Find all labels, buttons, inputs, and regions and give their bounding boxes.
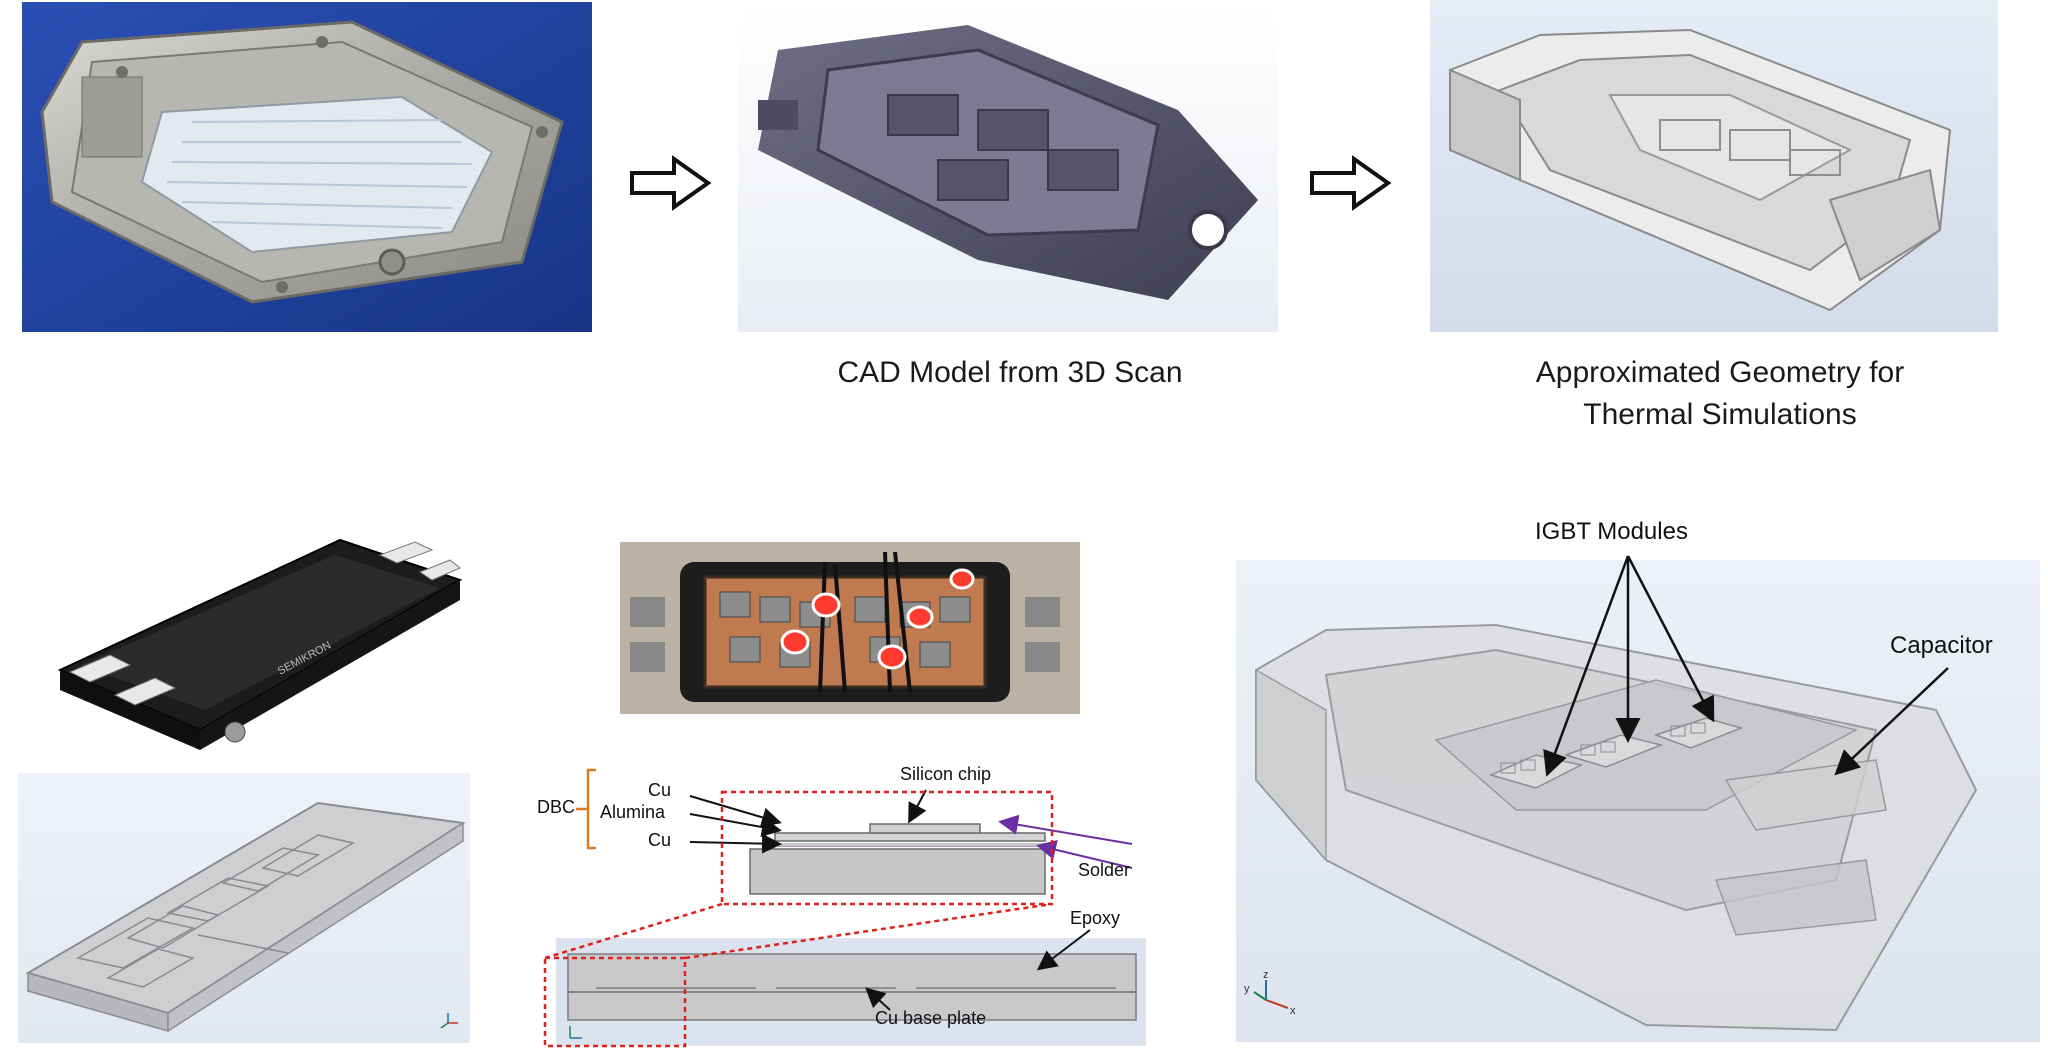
module-simplified-geometry	[18, 773, 470, 1043]
inverter-housing-photo	[22, 2, 592, 332]
capacitor-label: Capacitor	[1890, 632, 1993, 659]
cad-model-caption: CAD Model from 3D Scan	[770, 352, 1250, 394]
axis-y-label: y	[1244, 983, 1250, 995]
igbt-module-render: SEMIKRON	[40, 500, 470, 770]
axis-z-label: z	[1263, 969, 1269, 981]
cad-model-render	[738, 0, 1278, 332]
cross-section-detail	[730, 790, 1065, 915]
axis-triad-icon	[440, 1013, 458, 1029]
solder-label: Solder	[1078, 860, 1131, 880]
cu-bottom-label: Cu	[648, 830, 672, 850]
flow-arrow-icon	[1308, 155, 1392, 211]
approximated-geometry-render	[1430, 0, 1998, 332]
flow-arrow-icon	[628, 155, 712, 211]
silicon-chip-label: Silicon chip	[900, 764, 992, 784]
cross-section-strip	[556, 938, 1146, 1046]
epoxy-label: Epoxy	[1070, 908, 1121, 928]
cu-base-plate-label: Cu base plate	[875, 1008, 987, 1028]
approx-geometry-caption: Approximated Geometry for Thermal Simula…	[1440, 352, 2000, 436]
axis-triad-icon: x z y	[1244, 969, 1296, 1017]
dbc-label: DBC	[537, 797, 576, 817]
axis-x-label: x	[1290, 1005, 1296, 1017]
alumina-label: Alumina	[600, 802, 666, 822]
cu-top-label: Cu	[648, 780, 672, 800]
approx-geometry-caption-line1: Approximated Geometry for	[1535, 356, 1905, 389]
sensor-dot-group	[780, 568, 975, 670]
igbt-modules-label: IGBT Modules	[1535, 518, 1688, 545]
cad-model-caption-text: CAD Model from 3D Scan	[837, 356, 1183, 389]
approx-geometry-caption-line2: Thermal Simulations	[1583, 398, 1857, 431]
module-interior-photo	[620, 542, 1080, 714]
